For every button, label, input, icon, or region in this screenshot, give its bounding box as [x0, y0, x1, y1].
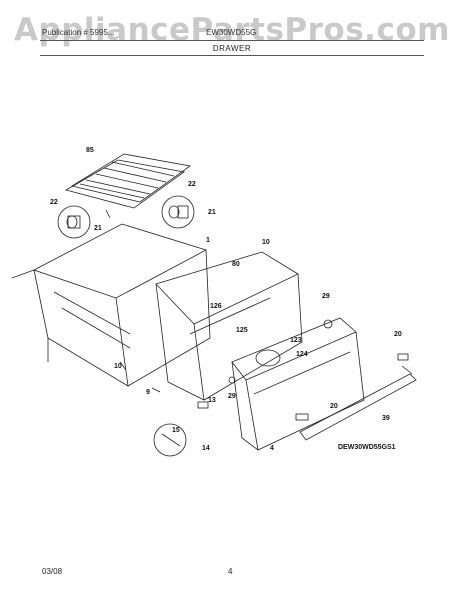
part-label: 29 [228, 393, 236, 400]
part-label: 20 [394, 331, 402, 338]
bracket-20-right [397, 353, 409, 361]
bracket-20-center [295, 413, 309, 421]
page-header: AppliancePartsPros.com Publication # 599… [0, 0, 464, 62]
part-label: 10 [262, 239, 270, 246]
bracket-13 [197, 401, 209, 409]
part-label: 21 [94, 225, 102, 232]
drawer-handle [299, 365, 417, 441]
header-rule-top [40, 40, 424, 41]
page-number: 4 [228, 567, 233, 576]
oven-rack [64, 153, 191, 219]
part-label: 1 [206, 237, 210, 244]
part-label: 21 [208, 209, 216, 216]
section-title: DRAWER [212, 44, 252, 53]
screw-29-upper [323, 319, 333, 329]
drawer-front [231, 317, 365, 451]
part-label: 80 [232, 261, 240, 268]
part-label: 123 [290, 337, 302, 344]
model-code: DEW30WD55GS1 [338, 444, 396, 451]
model-number: EW30WD55G [206, 28, 257, 37]
part-label: 14 [202, 445, 210, 452]
watermark: AppliancePartsPros.com [14, 12, 450, 48]
screw-29-lower [228, 376, 236, 384]
part-labels: 85 22 21 22 21 1 10 80 126 29 125 123 12… [50, 147, 402, 452]
part-label: 15 [172, 427, 180, 434]
part-label: 85 [86, 147, 94, 154]
part-label: 125 [236, 327, 248, 334]
part-label: 124 [296, 351, 308, 358]
part-label: 4 [270, 445, 274, 452]
vent-124 [255, 349, 281, 367]
part-label: 22 [188, 181, 196, 188]
latch-detail [153, 423, 187, 457]
header-rule-bottom [40, 55, 424, 56]
part-label: 10 [114, 363, 122, 370]
left-glide-detail [57, 205, 91, 239]
inner-panel [155, 251, 303, 401]
drawer-body [11, 223, 211, 387]
part-label: 22 [50, 199, 58, 206]
part-label: 13 [208, 397, 216, 404]
part-label: 20 [330, 403, 338, 410]
part-label: 9 [146, 389, 150, 396]
part-label: 126 [210, 303, 222, 310]
part-label: 29 [322, 293, 330, 300]
publication-number: Publication # 5995... [42, 28, 115, 37]
right-glide-detail [161, 195, 195, 229]
footer-date: 03/08 [42, 567, 63, 576]
part-label: 39 [382, 415, 390, 422]
fastener-10 [119, 361, 127, 371]
exploded-parts-diagram: 85 22 21 22 21 1 10 80 126 29 125 123 12… [11, 147, 417, 457]
gasket-9 [151, 387, 161, 393]
